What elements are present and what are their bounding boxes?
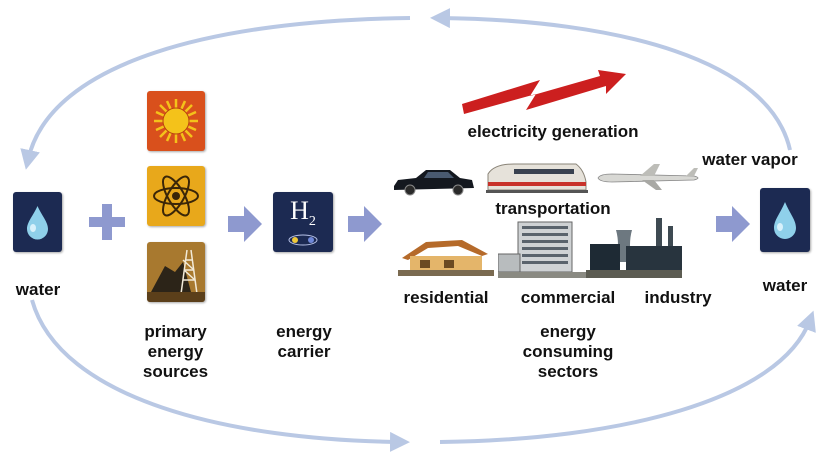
water-drop-icon (774, 202, 796, 239)
factory-icon (586, 218, 682, 278)
water-right-label: water (762, 276, 808, 295)
house-icon (398, 240, 494, 276)
flow-arrow-2 (348, 206, 382, 242)
water-left-label: water (15, 280, 61, 299)
residential-label: residential (403, 288, 489, 307)
water-drop-icon (27, 206, 48, 240)
fossil-tile (147, 242, 205, 302)
atom-icon (153, 175, 199, 217)
transportation-label: transportation (495, 199, 611, 218)
sun-icon (154, 99, 198, 143)
cycle-arrow-bottom-left (30, 299, 410, 452)
hydrogen-tile: H2 (273, 192, 333, 252)
flow-arrow-3 (716, 206, 750, 242)
h2-symbol: H (290, 196, 309, 225)
lightning-bolt-icon (462, 70, 626, 114)
nuclear-tile (147, 166, 205, 226)
hydrogen-icon: H2 (273, 196, 333, 230)
cycle-arrow-top-right (430, 8, 792, 151)
energy-carrier-label: energy carrier (276, 322, 332, 361)
water-right-tile (760, 188, 810, 252)
commercial-label: commercial (520, 288, 616, 307)
airplane-icon (597, 164, 699, 190)
cycle-arrow-bottom-right (439, 310, 816, 444)
car-icon (394, 170, 474, 196)
electricity-generation-label: electricity generation (467, 122, 639, 141)
oil-derrick-icon (147, 249, 205, 302)
office-building-icon (498, 221, 588, 278)
energy-consuming-sectors-label: energy consuming sectors (522, 322, 614, 381)
cycle-arrow-top-left (20, 16, 411, 170)
hydrogen-molecule-icon (288, 234, 318, 246)
plus-icon (89, 204, 125, 240)
water-left-tile (13, 192, 62, 252)
primary-energy-sources-label: primary energy sources (142, 322, 209, 381)
h2-subscript: 2 (308, 214, 316, 230)
industry-label: industry (644, 288, 712, 307)
train-icon (486, 163, 588, 193)
solar-tile (147, 91, 205, 151)
flow-arrow-1 (228, 206, 262, 242)
water-vapor-label: water vapor (702, 150, 798, 169)
